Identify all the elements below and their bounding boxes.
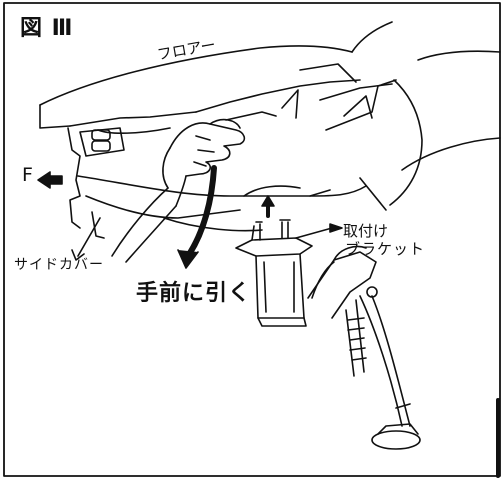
bracket-label: ブラケット [345, 240, 426, 258]
side-cover-leader [77, 217, 101, 257]
side-cover-label: サイドカバー [14, 257, 104, 273]
floor-panel [39, 21, 501, 211]
mounting-bracket [235, 219, 343, 327]
pull-arrow-icon [177, 165, 217, 269]
mounting-label: 取付け [343, 222, 389, 240]
side-cover-leader-head [71, 249, 85, 261]
side-cover [67, 127, 367, 239]
figure-border [3, 2, 501, 477]
up-arrow-icon [261, 195, 275, 218]
kickstand [307, 245, 421, 450]
hand-arm [111, 118, 246, 263]
figure-label: 図 Ⅲ [20, 16, 74, 41]
front-label: F [22, 164, 33, 186]
left-arrow-icon [37, 171, 63, 189]
pull-instruction-label: 手前に引く [136, 281, 252, 306]
